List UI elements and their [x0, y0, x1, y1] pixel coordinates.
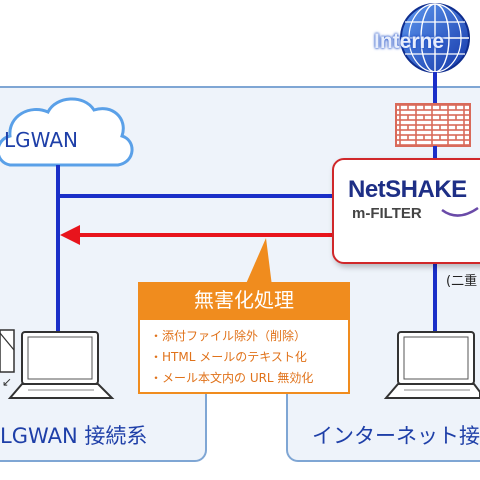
lgwan-cloud-icon: [0, 97, 134, 167]
list-item: ・添付ファイル除外（削除）: [150, 329, 307, 343]
brand-swoosh-icon: [441, 206, 479, 217]
sanitized-mail-arrow: [60, 225, 334, 245]
mail-arrow-glyph: ↙: [2, 375, 12, 389]
netshaker-appliance-box: [332, 158, 480, 264]
list-item: ・HTML メールのテキスト化: [150, 350, 307, 364]
zone-label-internet: インターネット接: [312, 424, 480, 448]
callout-pointer: [245, 238, 272, 286]
list-item: ・メール本文内の URL 無効化: [150, 371, 314, 385]
laptop-lgwan-icon: [7, 331, 115, 399]
lgwan-cloud-label: LGWAN: [4, 128, 78, 152]
internet-label: Interne: [374, 30, 445, 53]
zone-label-lgwan: LGWAN 接続系: [0, 424, 148, 448]
sanitization-list: ・添付ファイル除外（削除） ・HTML メールのテキスト化 ・メール本文内の U…: [150, 326, 348, 389]
laptop-internet-icon: [383, 331, 480, 399]
redundancy-note: (二重: [446, 274, 478, 289]
callout-body: ・添付ファイル除外（削除） ・HTML メールのテキスト化 ・メール本文内の U…: [138, 318, 350, 394]
appliance-model: m-FILTER: [352, 205, 422, 222]
mail-envelope-icon: [0, 329, 15, 373]
callout-title: 無害化処理: [138, 282, 350, 318]
firewall-icon: [395, 103, 471, 147]
appliance-brand: NetSHAKE: [348, 176, 467, 203]
